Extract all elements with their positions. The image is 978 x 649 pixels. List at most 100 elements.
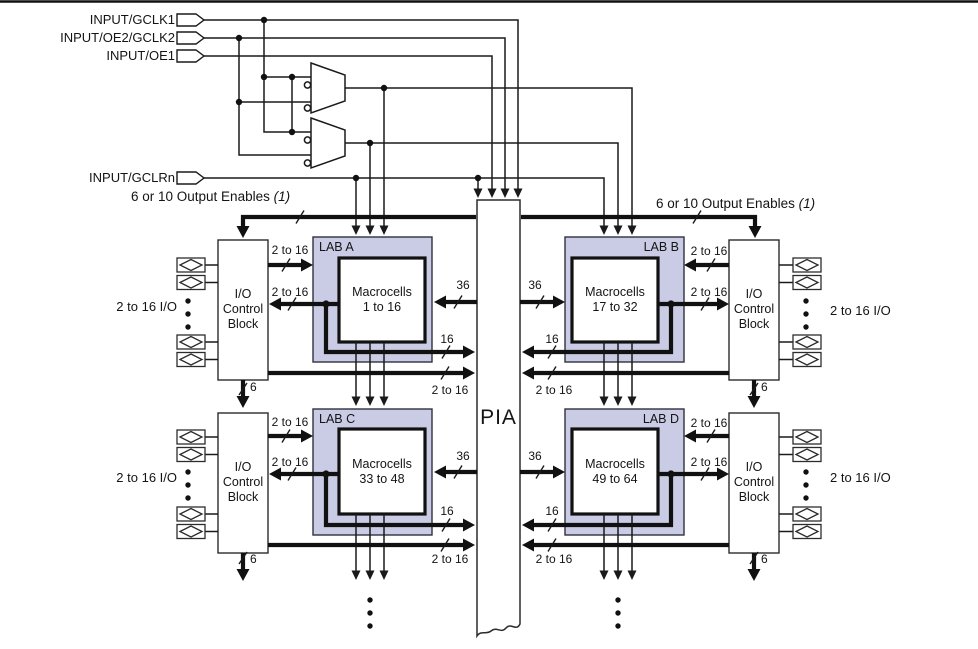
bus-wires [240,214,758,570]
io-cells-lower-left [176,429,206,540]
signal-label-oe2gclk2: INPUT/OE2/GCLK2 [60,30,175,45]
io-cell-stubs-lr [779,436,793,533]
clock-mux-2-icon [310,116,346,170]
lab-a-top-arrows [351,225,389,235]
ellipsis-dots [185,298,809,629]
io-control-block-upper-right [728,239,780,381]
bus-width-label: 2 to 16 [271,243,309,257]
oe-bus-left [240,214,476,227]
io-line2: Control [222,475,264,489]
macrocells-a-box [337,256,427,344]
bus-width-label: 2 to 16 [535,383,573,397]
mux1-bubble-b-icon [303,104,312,112]
bus-width-label: 2 to 16 [271,455,309,469]
oe-bus-note: (1) [273,189,291,204]
gclk2-mux-feed [238,38,311,156]
bus-width-label: 2 to 16 [690,285,728,299]
io-line2: Control [733,475,775,489]
macrocells-c-box [337,427,427,516]
io-line3: Block [738,317,770,331]
lab-d-name: LAB D [642,412,679,426]
mux2-bubble-b-icon [303,159,312,167]
lab-d-top-arrows [599,396,637,406]
io-line3: Block [738,490,770,504]
input-buffer-gclk1-icon [176,13,206,27]
bus-width-label: 6 [250,380,257,394]
bus-width-label: 2 to 16 [431,552,469,566]
bus-width-label: 2 to 16 [690,416,728,430]
io-line2: Control [222,302,264,316]
oe-bus-label-right: 6 or 10 Output Enables (1) [656,196,815,211]
lab-c-name: LAB C [319,412,356,426]
oe-bus-text: 6 or 10 Output Enables [656,196,795,211]
macrocells-c-line1: Macrocells [352,457,412,471]
left-bottom-arrows [351,570,389,580]
lab-a-name: LAB A [319,240,354,254]
bus-width-ticks [238,210,759,565]
io-pins-label-ur: 2 to 16 I/O [830,303,891,318]
io-line1: I/O [745,460,763,474]
oe-bus-note: (1) [798,196,816,211]
mcd-wrap-bus [533,474,674,528]
gclk1-mux-feed [263,20,311,133]
input-buffer-gclrn-icon [176,171,206,185]
bus-width-label: 36 [456,278,470,292]
io-cells [176,257,822,540]
macrocells-d-line2: 49 to 64 [592,472,638,486]
bus-width-label: 16 [545,332,559,346]
oe2-gclk2-wire [203,37,506,191]
input-buffer-oe1-icon [176,49,206,63]
oe-bus-text: 6 or 10 Output Enables [131,189,270,204]
signal-label-oe1: INPUT/OE1 [106,48,175,63]
right-bottom-arrows [599,570,637,580]
lab-b-top-arrows [599,225,637,235]
bus-width-label: 2 to 16 [690,455,728,469]
macrocells-a-line2: 1 to 16 [362,300,402,314]
macrocell-boxes [337,256,660,516]
clock-mux-1-icon [310,61,346,115]
io-cells-lower-right [792,429,822,540]
bus-width-label: 6 [250,552,257,566]
gclrn-wire [203,177,605,228]
io-line2: Control [733,302,775,316]
bus-width-label: 36 [528,278,542,292]
mux2-bubble-a-icon [303,136,312,144]
input-buffer-oe2gclk2-icon [176,31,206,45]
io-pins-label-ll: 2 to 16 I/O [116,470,177,485]
io-line1: I/O [745,287,763,301]
io-line3: Block [227,317,259,331]
io-control-block-lower-right [728,412,780,554]
io-cells-upper-right [792,257,822,368]
macrocells-b-line2: 17 to 32 [592,300,638,314]
tick-marks [238,210,759,565]
io-pins-label-ul: 2 to 16 I/O [116,299,177,314]
bus-width-label: 2 to 16 [271,415,309,429]
io-control-block-upper-left [217,239,269,381]
io-control-blocks [217,239,780,554]
io-line1: I/O [234,287,252,301]
mcc-wrap-bus [323,474,464,528]
io-line1: I/O [234,460,252,474]
macrocells-d-line1: Macrocells [585,457,645,471]
bus-width-label: 16 [545,504,559,518]
macrocells-b-box [570,256,660,344]
lab-c-top-arrows [351,396,389,406]
signal-label-gclrn: INPUT/GCLRn [89,170,175,185]
bus-width-label: 2 to 16 [535,552,573,566]
oe1-wire [203,55,493,191]
macrocells-a-line1: Macrocells [352,285,412,299]
input-buffers [176,13,206,185]
mca-wrap-bus [323,304,464,355]
bus-width-label: 6 [761,552,768,566]
pia-top-arrows [473,188,523,198]
macrocells-b-line1: Macrocells [585,285,645,299]
gclk1-wire [203,19,519,191]
